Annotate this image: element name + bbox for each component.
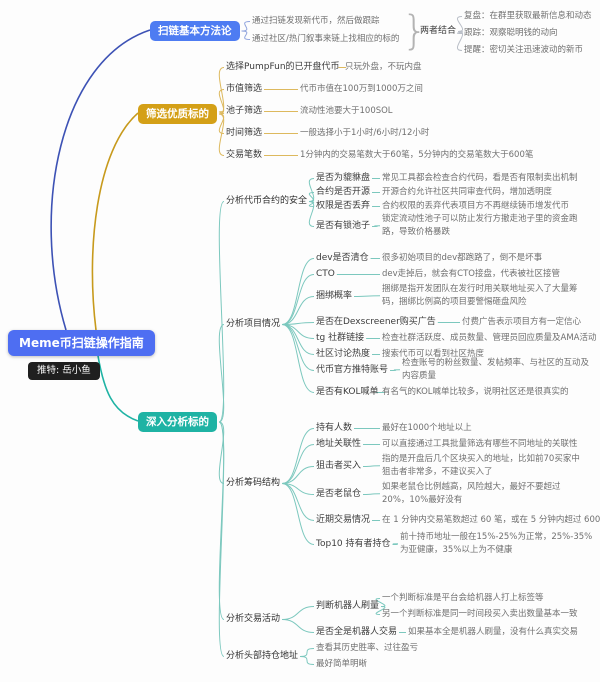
analysis-item-label[interactable]: CTO	[316, 269, 335, 279]
section-label[interactable]: 分析交易活动	[226, 614, 281, 624]
analysis-item-desc[interactable]: 如果基本全是机器人刷量，没有什么真实交易	[408, 627, 579, 637]
analysis-item-label[interactable]: 近期交易情况	[316, 515, 371, 525]
method-item[interactable]: 通过社区/热门叙事来链上找相应的标的	[252, 34, 400, 44]
analysis-item-label[interactable]: tg 社群链接	[316, 333, 365, 343]
analysis-item-desc[interactable]: 如果老鼠仓比例越高，风险越大，最好不要超过20%，10%最好没有	[382, 482, 561, 505]
analysis-item-desc[interactable]: 另一个判断标准是同一时间段买入卖出数量基本一致	[382, 609, 578, 619]
result-item[interactable]: 提醒：密切关注迅速波动的新币	[464, 45, 584, 55]
branch-node-analyze[interactable]: 深入分析标的	[138, 412, 217, 432]
section-label[interactable]: 分析代币合约的安全	[226, 196, 308, 206]
result-item[interactable]: 跟踪：观察聪明钱的动向	[464, 28, 558, 38]
analysis-item-desc[interactable]: 前十持币地址一般在15%-25%为正常，25%-35%为亚健康，35%以上为不健…	[400, 532, 593, 555]
filter-label[interactable]: 交易笔数	[226, 150, 263, 160]
analysis-item-label[interactable]: 是否有KOL喊单	[316, 387, 379, 397]
section-label[interactable]: 分析头部持仓地址	[226, 651, 299, 661]
analysis-item-label[interactable]: 是否在Dexscreener购买广告	[316, 317, 436, 327]
analysis-item-desc[interactable]: 最好在1000个地址以上	[382, 423, 472, 433]
analysis-item-desc[interactable]: 检查社群活跃度、成员数量、管理员回应质量及AMA活动	[382, 333, 597, 343]
filter-label[interactable]: 选择PumpFun的已开盘代币	[226, 62, 340, 72]
filter-label[interactable]: 池子筛选	[226, 106, 263, 116]
analysis-item-label[interactable]: 是否为貔貅盘	[316, 173, 371, 183]
filter-desc[interactable]: 一般选择小于1小时/6小时/12小时	[300, 128, 430, 138]
analysis-item-desc[interactable]: 捆绑是指开发团队在发行时用关联地址买入了大量筹码，捆绑比例高的项目要警惕砸盘风险	[382, 284, 578, 307]
analysis-item-label[interactable]: 持有人数	[316, 423, 353, 433]
analysis-item-desc[interactable]: 有名气的KOL喊单比较多，说明社区还是很真实的	[382, 387, 569, 397]
analysis-item-label[interactable]: 狙击者买入	[316, 461, 362, 471]
combine-label[interactable]: 两者结合	[420, 26, 457, 36]
analysis-item-label[interactable]: 地址关联性	[316, 439, 362, 449]
analysis-item-desc[interactable]: 在 1 分钟内交易笔数超过 60 笔，或在 5 分钟内超过 600 笔	[382, 515, 600, 525]
filter-desc[interactable]: 1分钟内的交易笔数大于60笔，5分钟内的交易笔数大于600笔	[300, 150, 534, 160]
analysis-item-label[interactable]: Top10 持有者持仓	[316, 539, 391, 549]
result-item[interactable]: 复盘：在群里获取最新信息和动态	[464, 11, 592, 21]
section-label[interactable]: 分析项目情况	[226, 319, 281, 329]
filter-desc[interactable]: 代币市值在100万到1000万之间	[300, 84, 423, 94]
analysis-item-label[interactable]: 权限是否丢弃	[316, 201, 371, 211]
section-label[interactable]: 分析筹码结构	[226, 478, 281, 488]
analysis-item-label[interactable]: 判断机器人刷量	[316, 601, 380, 611]
analysis-item-label[interactable]: 社区讨论热度	[316, 349, 371, 359]
filter-desc[interactable]: 只玩外盘，不玩内盘	[345, 62, 422, 72]
analysis-item-label[interactable]: 合约是否开源	[316, 187, 371, 197]
analysis-item-label[interactable]: dev是否清仓	[316, 253, 369, 263]
analysis-item-desc[interactable]: 锁定流动性池子可以防止发行方撤走池子里的资金跑路，导致价格暴跌	[382, 214, 578, 237]
analysis-item-desc[interactable]: 合约权限的丢弃代表项目方不再继续铸币增发代币	[382, 201, 570, 211]
analysis-item-desc[interactable]: 最好简单明晰	[316, 659, 368, 669]
filter-label[interactable]: 时间筛选	[226, 128, 263, 138]
analysis-item-label[interactable]: 是否老鼠仓	[316, 489, 362, 499]
filter-label[interactable]: 市值筛选	[226, 84, 263, 94]
analysis-item-desc[interactable]: 可以直接通过工具批量筛选有哪些不同地址的关联性	[382, 439, 578, 449]
analysis-item-desc[interactable]: 查看其历史胜率、过往盈亏	[316, 643, 419, 653]
branch-node-filter[interactable]: 筛选优质标的	[138, 104, 217, 124]
analysis-item-desc[interactable]: 检查账号的粉丝数量、发帖频率、与社区的互动及内容质量	[402, 358, 590, 381]
twitter-badge[interactable]: 推特: 岳小鱼	[28, 362, 100, 380]
analysis-item-desc[interactable]: 搜索代币可以看到社区热度	[382, 349, 485, 359]
analysis-item-label[interactable]: 代币官方推特账号	[316, 365, 389, 375]
analysis-item-label[interactable]: 是否全是机器人交易	[316, 627, 398, 637]
analysis-item-desc[interactable]: 付费广告表示项目方有一定信心	[462, 317, 582, 327]
analysis-item-desc[interactable]: 很多初始项目的dev都跑路了，倒不是坏事	[382, 253, 543, 263]
analysis-item-label[interactable]: 捆绑概率	[316, 291, 353, 301]
analysis-item-desc[interactable]: 开源合约允许社区共同审查代码，增加透明度	[382, 187, 553, 197]
analysis-item-desc[interactable]: dev走掉后，就会有CTO接盘，代表被社区接管	[382, 269, 560, 279]
analysis-item-desc[interactable]: 常见工具都会检查合约代码，看是否有限制卖出机制	[382, 173, 578, 183]
filter-desc[interactable]: 流动性池要大于100SOL	[300, 106, 393, 116]
root-node[interactable]: Meme币扫链操作指南	[8, 330, 155, 356]
analysis-item-desc[interactable]: 一个判断标准是平台会给机器人打上标签等	[382, 593, 544, 603]
branch-node-methodology[interactable]: 扫链基本方法论	[150, 21, 240, 41]
analysis-item-label[interactable]: 是否有锁池子	[316, 221, 371, 231]
method-item[interactable]: 通过扫链发现新代币，然后做跟踪	[252, 16, 380, 26]
analysis-item-desc[interactable]: 指的是开盘后几个区块买入的地址，比如前70买家中狙击者非常多，不建议买入了	[382, 454, 580, 477]
